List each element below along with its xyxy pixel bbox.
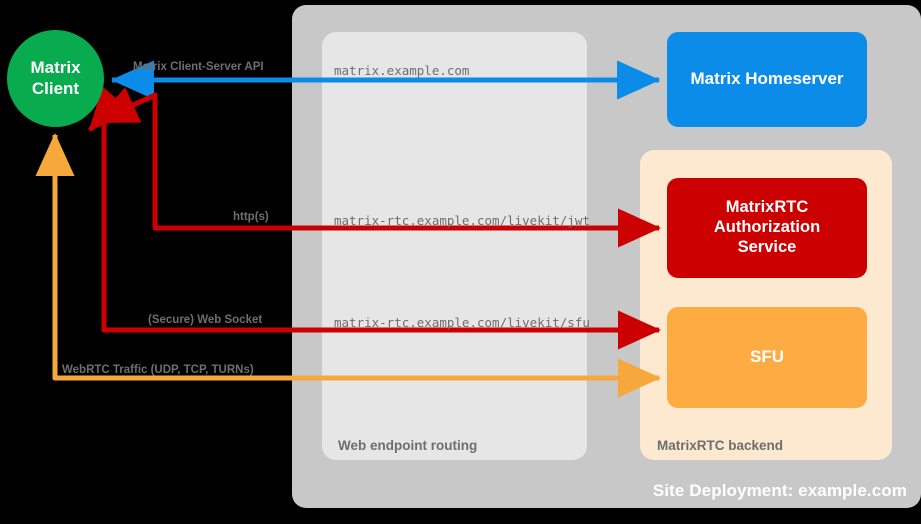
endpoint-url-client-server-api: matrix.example.com (334, 63, 470, 78)
edge-webrtc-traffic (35, 132, 662, 398)
edge-label-webrtc-traffic: WebRTC Traffic (UDP, TCP, TURNs) (62, 364, 254, 376)
edge-label-http-s: http(s) (233, 211, 269, 223)
web-endpoint-routing-caption: Web endpoint routing (338, 438, 478, 453)
rtc-auth-label-line1: MatrixRTC (725, 198, 809, 217)
endpoint-url-livekit-jwt: matrix-rtc.example.com/livekit/jwt (334, 213, 590, 228)
edge-label-client-server-api: Matrix Client-Server API (133, 61, 264, 73)
matrixrtc-backend-caption: MatrixRTC backend (657, 438, 784, 453)
matrix-client-label-line2: Client (31, 78, 80, 98)
rtc-auth-label-line3: Service (737, 237, 797, 256)
node-matrix-client[interactable]: Matrix Client (7, 30, 104, 127)
edge-label-web-socket: (Secure) Web Socket (148, 314, 263, 326)
matrix-client-label-line1: Matrix (30, 58, 81, 78)
web-endpoint-routing-container (322, 32, 587, 460)
node-sfu[interactable]: SFU (667, 307, 867, 408)
node-matrix-homeserver[interactable]: Matrix Homeserver (667, 32, 867, 127)
edge-http-jwt (94, 87, 662, 248)
matrix-homeserver-label: Matrix Homeserver (690, 69, 844, 89)
site-deployment-caption: Site Deployment: example.com (652, 481, 907, 500)
node-matrixrtc-authorization-service[interactable]: MatrixRTC Authorization Service (667, 178, 867, 278)
edge-web-socket (88, 86, 662, 350)
sfu-label: SFU (750, 347, 784, 367)
endpoint-url-livekit-sfu: matrix-rtc.example.com/livekit/sfu (334, 315, 590, 330)
rtc-auth-label-line2: Authorization (713, 218, 821, 237)
